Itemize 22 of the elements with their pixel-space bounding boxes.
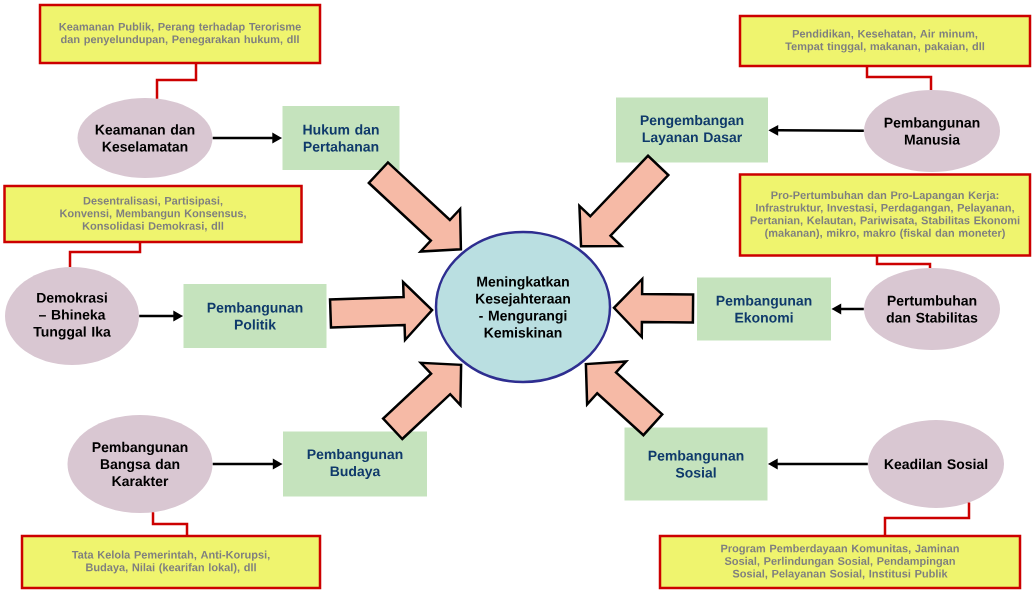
block-arrow (328, 278, 434, 344)
program-box: Pembangunan Sosial (624, 427, 768, 501)
program-box: Pengembangan Layanan Dasar (616, 97, 768, 163)
connector-line (155, 63, 198, 99)
program-box: Pembangunan Ekonomi (697, 277, 831, 341)
program-box: Pembangunan Politik (183, 284, 327, 348)
connector-line (883, 502, 971, 536)
program-box: Hukum dan Pertahanan (282, 106, 400, 170)
block-arrow (612, 275, 695, 341)
block-arrow (584, 359, 664, 437)
connector-line (151, 512, 189, 536)
note-box: Program Pemberdayaan Komunitas, Jaminan Sosial, Perlindungan Sosial, Pendampingan Sosial, Pelayanan Sosial, Institusi Publik (658, 534, 1022, 590)
connector-line (865, 66, 933, 90)
note-box: Pendidikan, Kesehatan, Air minum, Tempat tinggal, makanan, pakaian, dll (738, 14, 1032, 68)
note-box: Pro-Pertumbuhan dan Pro-Lapangan Kerja: Infrastruktur, Investasi, Perdagangan, Pelayanan, Pertanian, Kelautan, Pariwisata, Stabilitas Ekonomi (makanan), mikro, makro (fiskal dan moneter) (738, 173, 1032, 257)
connector-line (875, 255, 932, 268)
note-box: Tata Kelola Pemerintah, Anti-Korupsi, Budaya, Nilai (kearifan lokal), dll (20, 534, 322, 590)
note-box: Desentralisasi, Partisipasi, Konvensi, Membangun Konsensus, Konsolidasi Demokrasi, dll (3, 184, 303, 244)
note-box: Keamanan Publik, Perang terhadap Terorisme dan penyelundupan, Penegarakan hukum, dll (38, 3, 322, 65)
block-arrow (381, 361, 463, 441)
program-box: Pembangunan Budaya (283, 431, 427, 497)
connector-line (68, 242, 142, 267)
